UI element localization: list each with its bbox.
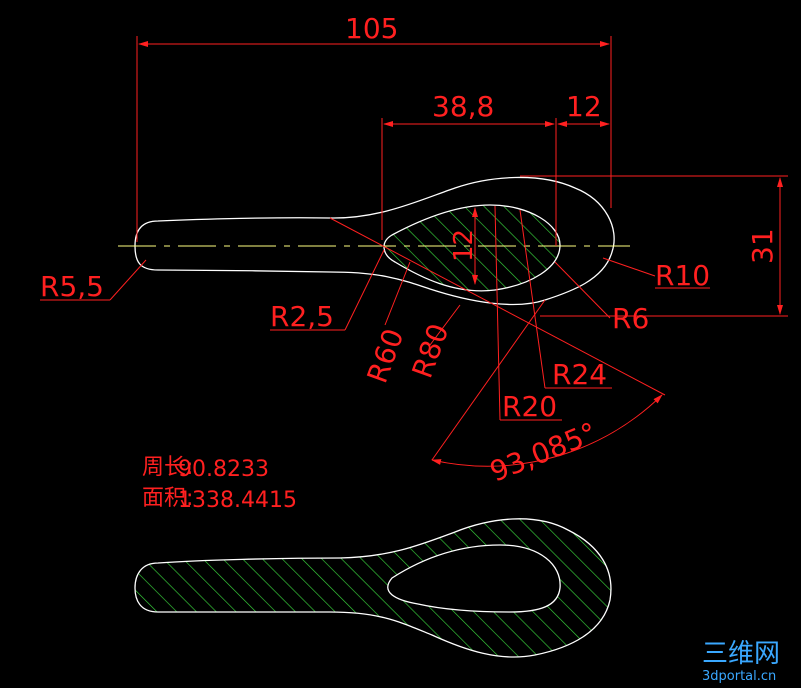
area-label: 面积: bbox=[142, 486, 193, 511]
dim-bowl-width: 31 bbox=[746, 228, 779, 264]
dim-bowl-length: 38,8 bbox=[432, 90, 494, 123]
radius-neck-fillet: R2,5 bbox=[270, 300, 334, 333]
radius-r6: R6 bbox=[612, 302, 649, 335]
watermark: 三维网 3dportal.cn bbox=[702, 639, 780, 684]
radius-r10: R10 bbox=[655, 259, 710, 292]
dimension-lines bbox=[40, 36, 788, 467]
radius-r60: R60 bbox=[361, 324, 411, 387]
dim-tip-offset: 12 bbox=[566, 90, 602, 123]
spoon-outline-top bbox=[134, 176, 615, 306]
dim-angle: 93,085° bbox=[485, 416, 601, 489]
spoon-section-bottom bbox=[134, 518, 612, 658]
radius-r80: R80 bbox=[406, 319, 456, 382]
dim-inner-width: 12 bbox=[449, 229, 479, 262]
dim-overall-length: 105 bbox=[345, 12, 398, 45]
radius-r20: R20 bbox=[502, 390, 557, 423]
radius-handle-end: R5,5 bbox=[40, 270, 104, 303]
perimeter-value: 90.8233 bbox=[178, 457, 269, 482]
radius-r24: R24 bbox=[552, 358, 607, 391]
perimeter-label: 周长: bbox=[142, 455, 193, 480]
watermark-brand: 三维网 bbox=[702, 639, 780, 669]
watermark-domain: 3dportal.cn bbox=[702, 669, 776, 684]
area-value: 1338.4415 bbox=[178, 488, 297, 513]
